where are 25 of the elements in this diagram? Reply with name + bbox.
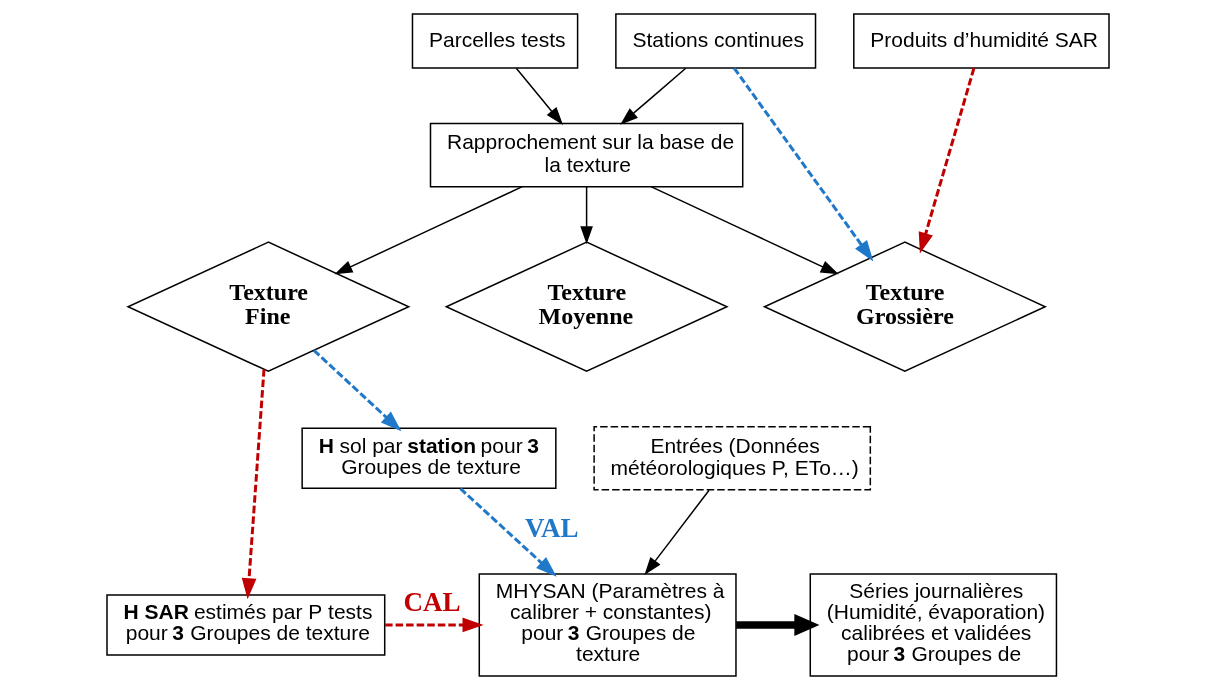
- arrow: [241, 369, 265, 600]
- node-box: Produits d’humidité SAR: [852, 13, 1110, 69]
- arrow: [333, 185, 523, 275]
- node-box: Entrées (Données météorologiques P, ETo…): [592, 426, 871, 491]
- node-box: H sol par station pour 3 Groupes de texture: [300, 427, 557, 490]
- edge-label: CAL: [402, 586, 460, 617]
- node-box: Stations continues: [614, 13, 816, 69]
- node-diamond: Texture Fine: [125, 241, 411, 373]
- arrow: [619, 67, 686, 125]
- node-box: MHYSAN (Paramètres à calibrer + constantes) pour 3 Groupes de texture: [478, 573, 737, 677]
- node-box: Séries journalières (Humidité, évaporation) calibrées et validées pour 3 Groupes de: [809, 573, 1057, 677]
- node-box: Rapprochement sur la base de la texture: [429, 122, 743, 188]
- arrow: [312, 349, 401, 432]
- arrow: [918, 67, 975, 254]
- arrow: [459, 487, 557, 577]
- arrow: [643, 489, 710, 576]
- edge-label: VAL: [524, 512, 579, 543]
- arrow: [515, 67, 563, 125]
- node-box: Parcelles tests: [411, 13, 578, 69]
- arrow: [649, 185, 839, 275]
- arrow: [579, 185, 593, 245]
- arrow: [732, 67, 873, 262]
- node-box: H SAR estimés par P tests pour 3 Groupes de texture: [105, 594, 385, 656]
- arrow: [384, 617, 484, 633]
- node-diamond: Texture Moyenne: [443, 241, 729, 373]
